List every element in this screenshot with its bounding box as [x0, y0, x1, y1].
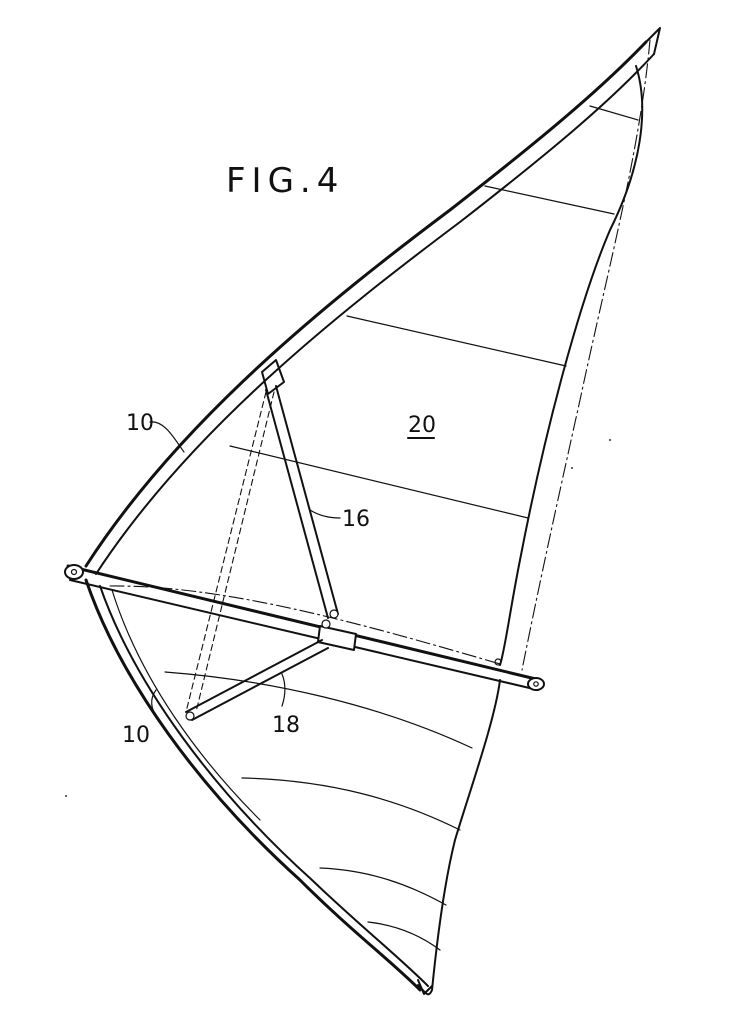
sail-seam-1: [589, 105, 639, 121]
mast-lower: [84, 578, 433, 995]
mast-upper: [84, 27, 661, 575]
label-strut-18: 18: [272, 713, 300, 738]
label-mast-upper: 10: [126, 411, 154, 436]
sail-seam-3: [346, 315, 567, 367]
label-strut-16: 16: [342, 507, 370, 532]
sail-seam-6: [241, 777, 461, 831]
sail-leech-lower: [417, 679, 501, 996]
sail-seam-4: [229, 445, 529, 519]
speck: [65, 795, 67, 797]
speck: [609, 439, 611, 441]
sail-foot-tape: [109, 585, 501, 665]
label-sail: 20: [408, 413, 436, 438]
sail-seam-5: [164, 671, 473, 749]
strut-18: [185, 639, 329, 721]
sail-leech-tape: [521, 39, 651, 671]
leader-lines: [149, 421, 341, 721]
speck: [571, 467, 573, 469]
boom: [64, 564, 545, 691]
sail: [164, 39, 651, 996]
sail-seam-8: [367, 921, 441, 951]
figure-title: FIG.4: [226, 161, 344, 201]
label-mast-lower: 10: [122, 723, 150, 748]
construction-lines: [185, 391, 275, 713]
sail-seam-2: [484, 185, 615, 215]
strut-16: [265, 385, 339, 619]
sail-seam-7: [319, 867, 447, 906]
sail-leech: [499, 65, 644, 666]
